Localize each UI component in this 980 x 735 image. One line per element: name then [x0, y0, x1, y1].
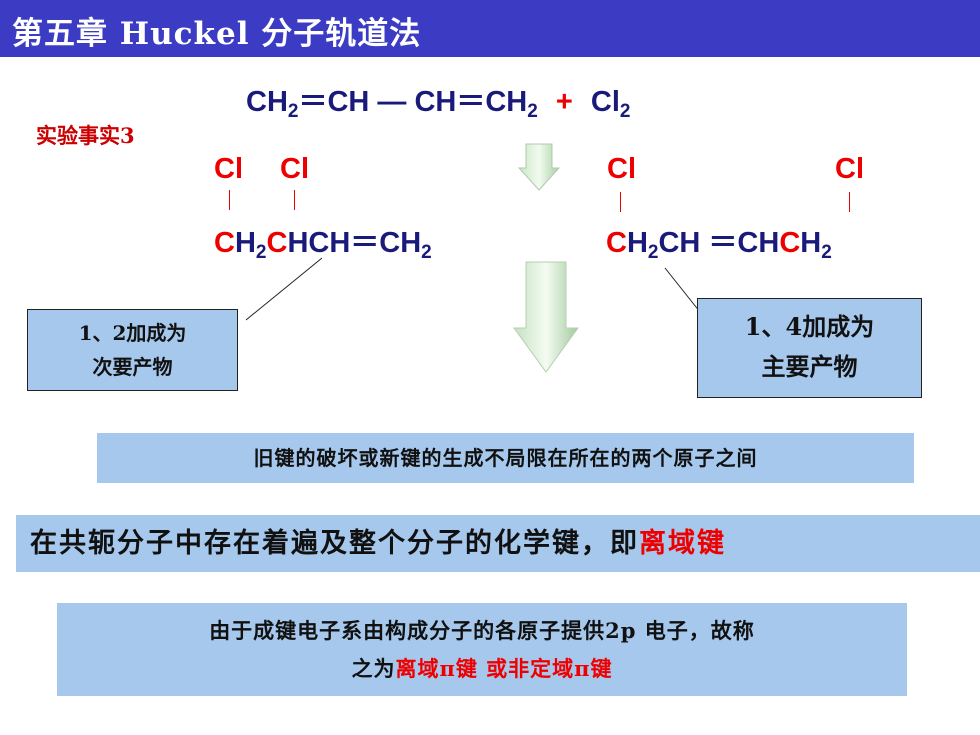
box-line: 1、2加成为 — [78, 321, 187, 345]
highlight-term: 离域π键 — [395, 656, 478, 681]
chlorine: Cl — [590, 86, 620, 118]
carbon-4: C — [779, 227, 801, 259]
minor-product-box: 1、2加成为 次要产物 — [27, 309, 238, 391]
statement-line: 之为离域π键 或非定域π键 — [57, 650, 907, 688]
subscript: 2 — [255, 242, 267, 263]
statement-pi-bond: 由于成键电子系由构成分子的各原子提供2p 电子，故称 之为离域π键 或非定域π键 — [57, 603, 907, 696]
carbon-1: C — [606, 227, 627, 259]
subscript: 2 — [821, 242, 832, 263]
arrow-down-icon-small — [518, 143, 560, 191]
subscript: 2 — [619, 101, 631, 122]
statement-line: 由于成键电子系由构成分子的各原子提供2p 电子，故称 — [209, 618, 755, 643]
box-line: 主要产物 — [761, 352, 858, 381]
reaction-equation: CH2＝CH — CH＝CH2 + Cl2 — [246, 78, 630, 123]
product12-cl-1: Cl — [214, 153, 243, 185]
highlight-term: 或 — [477, 656, 509, 681]
slide-title: 第五章 Huckel 分子轨道法 — [12, 16, 422, 52]
statement-text: 之为 — [351, 656, 396, 681]
bond-line — [849, 192, 850, 212]
formula-part: HCH＝CH — [287, 227, 422, 259]
formula-part: CH ＝CH — [658, 227, 780, 259]
product14-cl-1: Cl — [607, 153, 636, 185]
carbon-2: C — [266, 227, 288, 259]
highlight-term: 离域键 — [639, 528, 726, 559]
product14-formula: CH2CH ＝CHCH2 — [606, 219, 832, 264]
fact-label: 实验事实3 — [36, 123, 135, 148]
formula-part: H — [626, 227, 648, 259]
bond-line — [620, 192, 621, 212]
formula-part: H — [234, 227, 256, 259]
product12-formula: CH2CHCH＝CH2 — [214, 219, 432, 264]
bond-line — [294, 190, 295, 210]
product14-cl-2: Cl — [835, 153, 864, 185]
arrow-down-icon-large — [513, 261, 579, 373]
reactant-part2: ＝CH — CH＝CH — [298, 86, 528, 118]
carbon-1: C — [214, 227, 235, 259]
product12-cl-2: Cl — [280, 153, 309, 185]
major-product-box: 1、4加成为 主要产物 — [697, 298, 922, 398]
highlight-term: 非定域π键 — [508, 656, 613, 681]
statement-delocalized-bond: 在共轭分子中存在着遍及整个分子的化学键，即离域键 — [16, 515, 980, 572]
subscript: 2 — [527, 101, 538, 122]
bond-line — [229, 190, 230, 210]
statement-text: 在共轭分子中存在着遍及整个分子的化学键，即 — [30, 528, 639, 559]
subscript: 2 — [647, 242, 659, 263]
plus-sign: + — [555, 86, 573, 118]
box-line: 1、4加成为 — [744, 312, 875, 341]
statement-bond-scope: 旧键的破坏或新键的生成不局限在所在的两个原子之间 — [97, 433, 914, 483]
reactant-part1: CH — [246, 86, 288, 118]
subscript: 2 — [421, 242, 432, 263]
box-line: 次要产物 — [92, 355, 173, 379]
formula-part: H — [800, 227, 822, 259]
subscript: 2 — [287, 101, 299, 122]
title-bar: 第五章 Huckel 分子轨道法 — [0, 0, 980, 57]
